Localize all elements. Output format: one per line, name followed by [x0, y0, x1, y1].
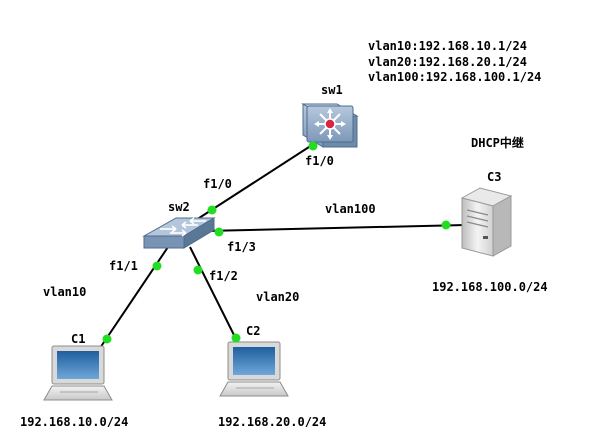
link-sw2-c2: [189, 246, 241, 348]
sw1-port-f10-label: f1/0: [305, 154, 334, 168]
port-dot-c3: [441, 220, 451, 230]
c3-label: C3: [487, 170, 502, 184]
c2-subnet-label: 192.168.20.0/24: [218, 415, 327, 427]
vlan20-gateway-text: vlan20:192.168.20.1/24: [368, 55, 527, 69]
sw2-switch-icon[interactable]: [142, 217, 216, 249]
link-sw1-sw2: [195, 135, 327, 221]
vlan100-gateway-text: vlan100:192.168.100.1/24: [368, 70, 542, 84]
vlan10-gateway-text: vlan10:192.168.10.1/24: [368, 39, 527, 53]
sw1-multilayer-switch-icon[interactable]: [301, 103, 359, 148]
sw2-port-f11-label: f1/1: [109, 259, 138, 273]
sw2-label: sw2: [168, 200, 190, 214]
port-dot-c2: [231, 333, 241, 343]
link-endpoints: [102, 141, 451, 344]
c3-subnet-label: 192.168.100.0/24: [432, 280, 548, 294]
c2-label: C2: [246, 324, 261, 338]
c3-server-icon[interactable]: [460, 187, 513, 257]
port-dot-sw1-f10: [308, 141, 318, 151]
link-sw2-c3: [203, 224, 467, 232]
vlan100-link-label: vlan100: [325, 202, 376, 216]
c2-laptop-icon[interactable]: [219, 341, 289, 397]
vlan20-link-label: vlan20: [256, 290, 300, 304]
port-dot-sw2-f13: [214, 227, 224, 237]
sw2-port-f10-label: f1/0: [203, 177, 232, 191]
c1-laptop-icon[interactable]: [43, 345, 113, 401]
dhcp-relay-label: DHCP中继: [471, 136, 524, 150]
port-dot-c1: [102, 334, 112, 344]
vlan10-link-label: vlan10: [43, 285, 87, 299]
port-dot-sw2-f10: [207, 205, 217, 215]
port-dot-sw2-f12: [193, 265, 203, 275]
c1-subnet-label: 192.168.10.0/24: [20, 415, 129, 427]
sw2-port-f13-label: f1/3: [227, 240, 256, 254]
sw2-port-f12-label: f1/2: [209, 269, 238, 283]
sw1-label: sw1: [321, 83, 343, 97]
c1-label: C1: [71, 332, 86, 346]
port-dot-sw2-f11: [152, 261, 162, 271]
